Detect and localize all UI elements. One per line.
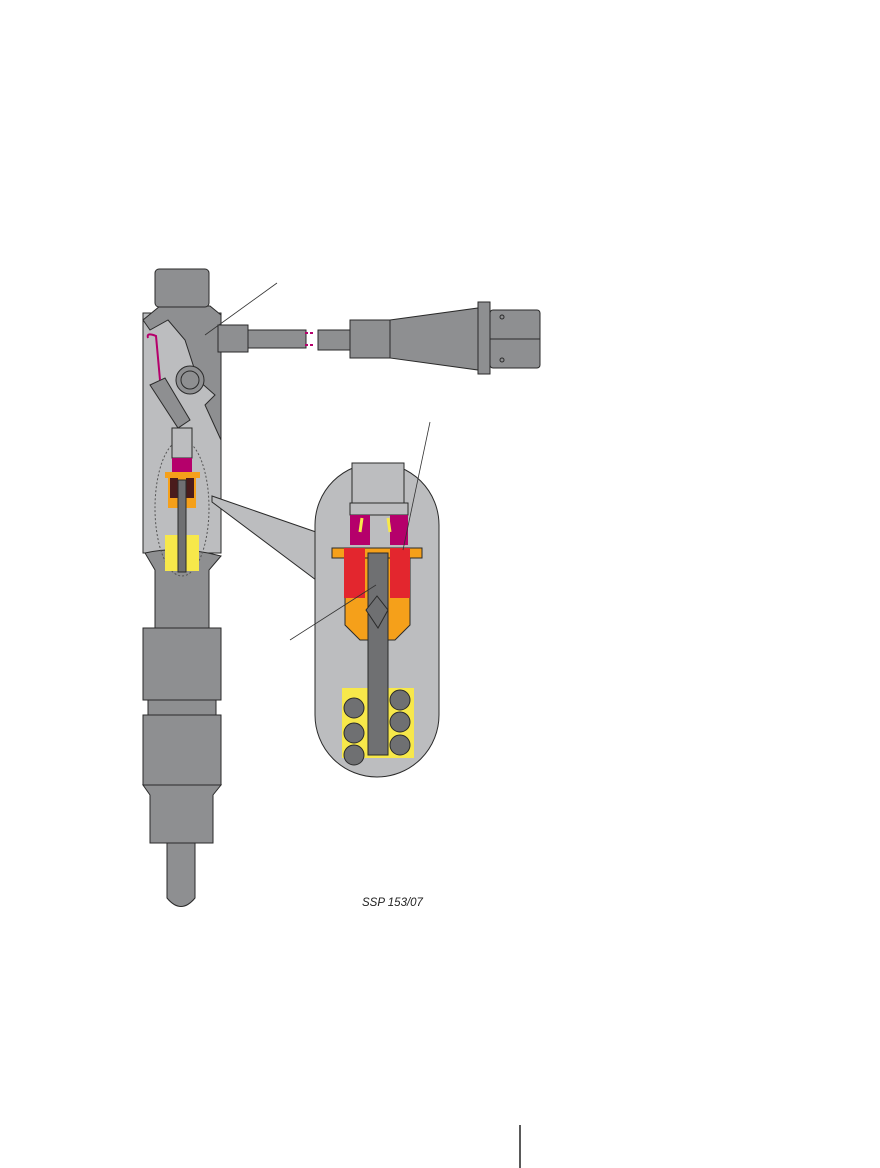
magnified-detail [211,462,440,778]
leader-lines [204,282,431,641]
figure-caption: SSP 153/07 [362,897,423,909]
electrical-connector [217,301,541,375]
injector-body [142,268,223,907]
